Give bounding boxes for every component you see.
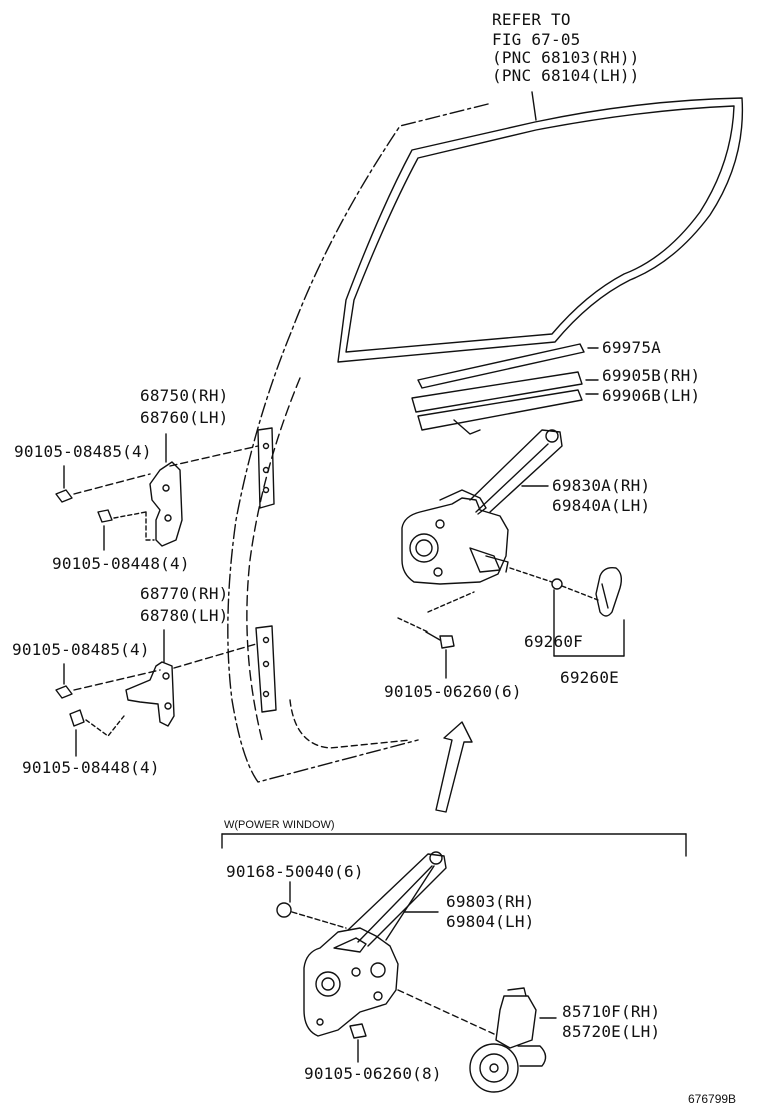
upper-hinge bbox=[55, 427, 275, 551]
window-motor bbox=[469, 987, 557, 1093]
callout-69906b: 69906B(LH) bbox=[602, 386, 701, 405]
refer-line-3: (PNC 68103(RH)) bbox=[492, 48, 640, 67]
door-outline bbox=[227, 103, 489, 783]
power-window-heading: W(POWER WINDOW) bbox=[224, 819, 335, 831]
callout-bolt-power-2: 90105-06260(8) bbox=[304, 1064, 442, 1083]
callout-68750: 68750(RH) bbox=[140, 386, 229, 405]
callout-69830a: 69830A(RH) bbox=[552, 476, 651, 495]
callout-68780: 68780(LH) bbox=[140, 606, 229, 625]
callout-69804: 69804(LH) bbox=[446, 912, 535, 931]
callout-69260e: 69260E bbox=[560, 668, 619, 687]
callout-bolt-lower-2: 90105-08448(4) bbox=[22, 758, 160, 777]
door-bottom-curve bbox=[289, 699, 411, 749]
callout-69975a: 69975A bbox=[602, 338, 661, 357]
lower-hinge bbox=[55, 625, 277, 757]
callout-bolt-power-1: 90168-50040(6) bbox=[226, 862, 364, 881]
callout-bolt-upper-1: 90105-08485(4) bbox=[14, 442, 152, 461]
door-inner-line bbox=[246, 377, 301, 741]
callout-85720e: 85720E(LH) bbox=[562, 1022, 661, 1041]
callout-69840a: 69840A(LH) bbox=[552, 496, 651, 515]
figure-id: 676799B bbox=[688, 1092, 737, 1106]
run-channel-69905b bbox=[411, 371, 599, 435]
weatherstrip-69975a bbox=[417, 343, 599, 389]
callout-68770: 68770(RH) bbox=[140, 584, 229, 603]
callout-bolt-regulator: 90105-06260(6) bbox=[384, 682, 522, 701]
power-regulator bbox=[276, 851, 495, 1063]
refer-line-4: (PNC 68104(LH)) bbox=[492, 66, 640, 85]
window-handle bbox=[509, 566, 625, 657]
callout-bolt-upper-2: 90105-08448(4) bbox=[52, 554, 190, 573]
callout-68760: 68760(LH) bbox=[140, 408, 229, 427]
callout-85710f: 85710F(RH) bbox=[562, 1002, 661, 1021]
door-glass bbox=[337, 91, 744, 363]
manual-regulator bbox=[401, 429, 563, 585]
callout-bolt-lower-1: 90105-08485(4) bbox=[12, 640, 150, 659]
power-window-bracket bbox=[221, 833, 687, 857]
regulator-bolt bbox=[397, 591, 475, 679]
callout-69260f: 69260F bbox=[524, 632, 583, 651]
refer-line-2: FIG 67-05 bbox=[492, 30, 581, 49]
up-arrow bbox=[435, 721, 473, 813]
callout-69803: 69803(RH) bbox=[446, 892, 535, 911]
callout-69905b: 69905B(RH) bbox=[602, 366, 701, 385]
refer-line-1: REFER TO bbox=[492, 10, 571, 29]
